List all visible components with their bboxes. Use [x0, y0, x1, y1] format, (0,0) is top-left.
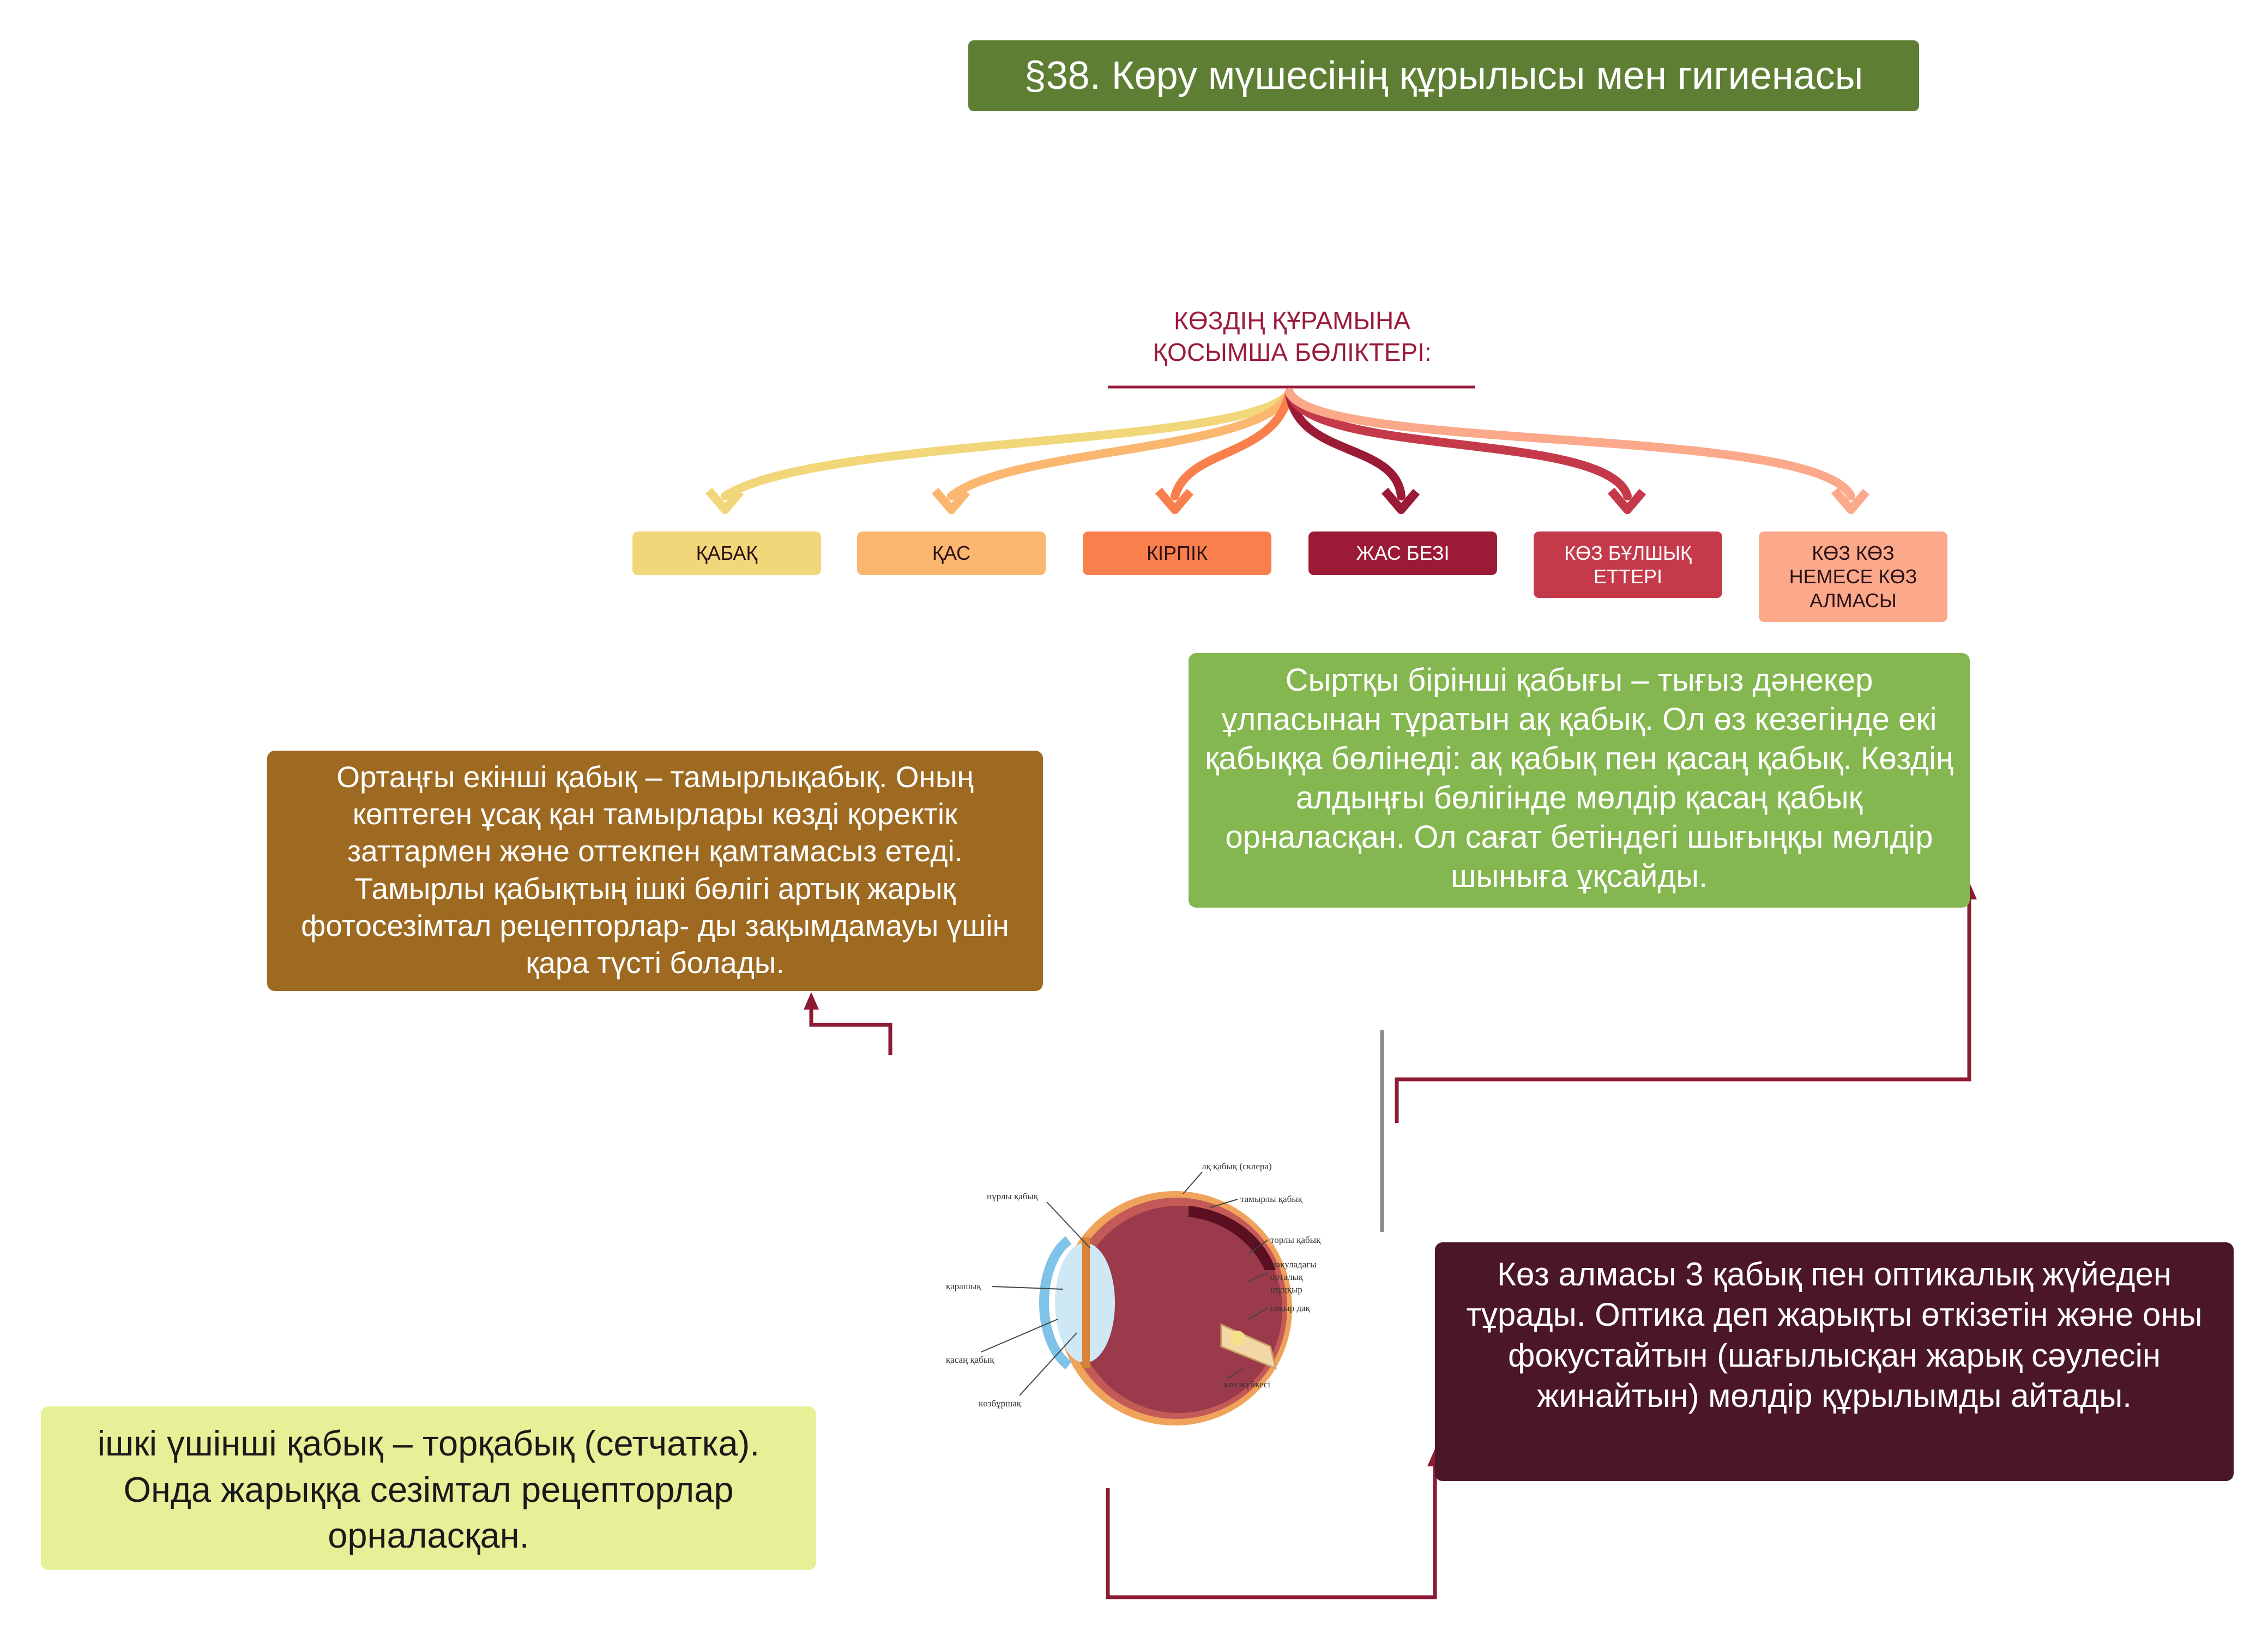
- eye-illustration: [1039, 1191, 1292, 1425]
- eye-label-cornea: қасаң қабық: [946, 1355, 994, 1365]
- connector-outer: [1395, 889, 1971, 1123]
- page-title: §38. Көру мүшесінің құрылысы мен гигиена…: [968, 40, 1919, 111]
- eye-label-choroid: тамырлы қабық: [1240, 1194, 1303, 1204]
- eyeball-box: Көз алмасы 3 қабық пен оптикалық жүйеден…: [1435, 1242, 2234, 1481]
- heading-line-1: КӨЗДІҢ ҚҰРАМЫНА: [1174, 306, 1410, 335]
- eye-label-macula-2: орталық: [1270, 1272, 1304, 1282]
- eye-label-sclera: ақ қабық (склера): [1202, 1161, 1272, 1171]
- arrow-to-kabak: [721, 388, 1294, 500]
- eye-label-optic-nerve: көз жүйкесі: [1224, 1379, 1270, 1390]
- arrow-to-kirpik: [1171, 388, 1294, 500]
- connector-eyeball: [1106, 1461, 1437, 1599]
- accessory-parts-heading: КӨЗДІҢ ҚҰРАМЫНА ҚОСЫМША БӨЛІКТЕРІ:: [1079, 305, 1505, 368]
- eye-label-macula-3: шұңқыр: [1270, 1284, 1302, 1295]
- part-kas: ҚАС: [857, 531, 1046, 575]
- arrowhead-kirpik: [1155, 487, 1194, 514]
- eye-iris-shape: [1082, 1237, 1090, 1368]
- eye-retina-shape: [1189, 1206, 1276, 1270]
- eye-label-iris: нұрлы қабық: [987, 1191, 1039, 1201]
- arrowhead-bulshyk: [1607, 487, 1646, 514]
- part-bulshyk: КӨЗ БҰЛШЫҚ ЕТТЕРІ: [1534, 531, 1722, 598]
- part-alma: КӨЗ КӨЗ НЕМЕСЕ КӨЗ АЛМАСЫ: [1759, 531, 1947, 622]
- eye-label-macula: макуладағы: [1270, 1259, 1317, 1270]
- connectors: [809, 889, 1971, 1599]
- eye-vitreous-shape: [1075, 1206, 1282, 1413]
- fan-arrows: [721, 388, 1855, 500]
- eye-leader-lines: [981, 1171, 1268, 1396]
- part-kabak: ҚАБАҚ: [632, 531, 821, 575]
- arrowhead-jas-bezi: [1381, 487, 1420, 514]
- connector-middle-arrowhead: [804, 992, 819, 1010]
- arrow-to-kas: [947, 388, 1294, 500]
- arrowhead-kas: [931, 487, 970, 514]
- arrow-to-alma: [1285, 388, 1855, 500]
- eye-label-blind-spot: соқыр дақ: [1270, 1303, 1311, 1313]
- arrowhead-alma: [1831, 487, 1870, 514]
- eye-blind-spot-shape: [1230, 1331, 1245, 1346]
- eye-label-lens: көзбұршақ: [979, 1398, 1022, 1409]
- heading-line-2: ҚОСЫМША БӨЛІКТЕРІ:: [1153, 337, 1432, 366]
- part-jas-bezi: ЖАС БЕЗІ: [1308, 531, 1497, 575]
- outer-layer-box: Сыртқы бірінші қабығы – тығыз дәнекер ұл…: [1189, 653, 1970, 908]
- arrowhead-kabak: [705, 487, 744, 514]
- middle-layer-box: Ортаңғы екінші қабық – тамырлықабық. Оны…: [267, 751, 1043, 991]
- part-kirpik: КІРПІК: [1083, 531, 1271, 575]
- eye-label-retina: торлы қабық: [1270, 1235, 1321, 1245]
- arrow-to-jas-bezi: [1285, 388, 1406, 500]
- eye-label-pupil: қарашық: [946, 1281, 981, 1291]
- fan-arrowheads: [705, 487, 1870, 514]
- inner-layer-box: ішкі үшінші қабық – торқабық (сетчатка).…: [41, 1406, 816, 1570]
- connector-middle: [809, 1006, 892, 1055]
- arrow-to-bulshyk: [1285, 388, 1632, 500]
